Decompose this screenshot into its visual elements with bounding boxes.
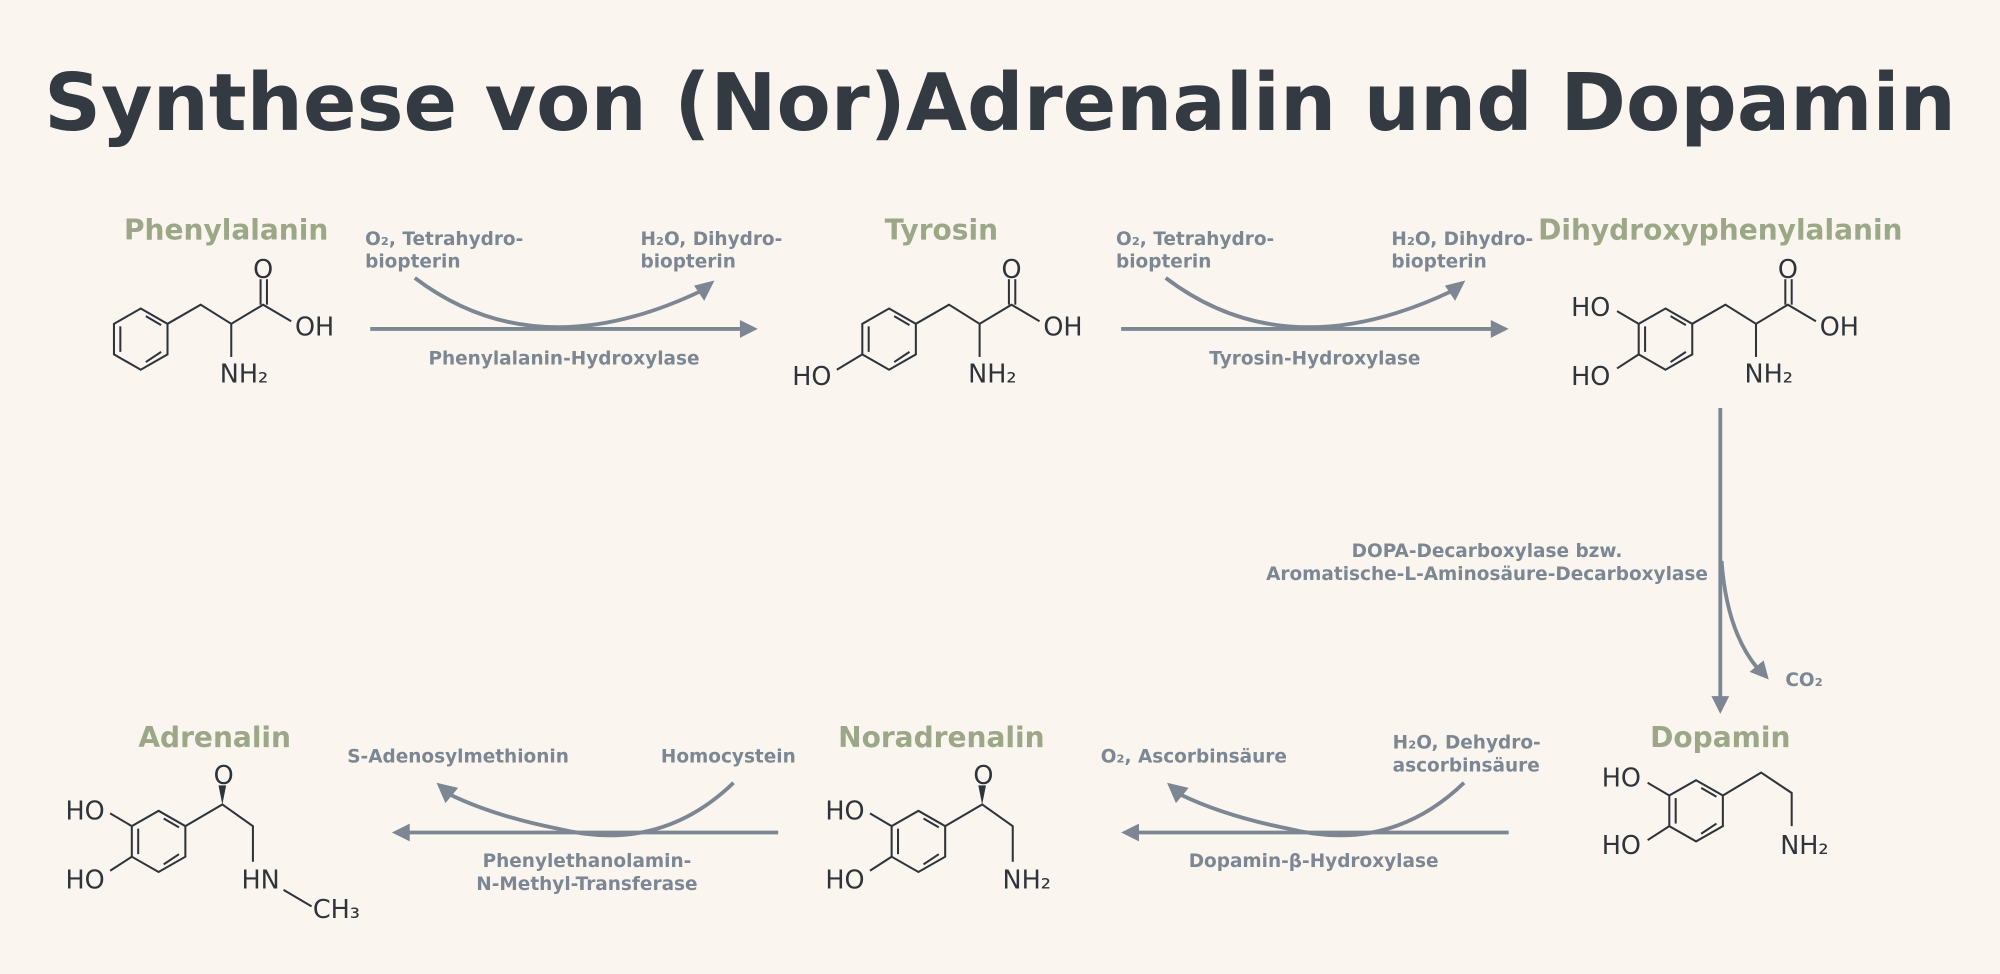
reaction-phenylalanin-hydroxylase: O₂, Tetrahydro- biopterin H₂O, Dihydro- … — [365, 229, 782, 370]
atom-ho: HO — [825, 797, 864, 827]
atom-oh: OH — [1820, 312, 1859, 342]
atom-o: O — [214, 761, 234, 791]
atom-o: O — [1001, 255, 1021, 285]
cofactor-out: biopterin — [1391, 252, 1486, 273]
enzyme-label: Phenylalanin-Hydroxylase — [428, 349, 699, 370]
enzyme-label: N-Methyl-Transferase — [476, 874, 697, 895]
cofactor-in: Homocystein — [661, 746, 796, 767]
cofactor-out: O₂, Ascorbinsäure — [1101, 746, 1287, 767]
cofactor-in: O₂, Tetrahydro- — [1116, 229, 1274, 250]
phenylalanin-molecule: Phenylalanin O OH NH₂ — [112, 214, 334, 389]
benzene-ring — [112, 307, 169, 371]
enzyme-label: DOPA-Decarboxylase bzw. — [1352, 541, 1623, 562]
atom-ho: HO — [1602, 764, 1641, 794]
cofactor-in: biopterin — [365, 252, 460, 273]
cofactor-out: S-Adenosylmethionin — [347, 746, 569, 767]
dopamin-molecule: Dopamin HO HO NH₂ — [1602, 721, 1829, 861]
atom-oh: OH — [1043, 312, 1082, 342]
cofactor-in: O₂, Tetrahydro- — [365, 229, 523, 250]
cofactor-in: H₂O, Dehydro- — [1393, 732, 1541, 753]
reaction-tyrosin-hydroxylase: O₂, Tetrahydro- biopterin H₂O, Dihydro- … — [1116, 229, 1533, 370]
compound-label-phenylalanin: Phenylalanin — [124, 214, 328, 247]
atom-ho: HO — [825, 866, 864, 896]
page-title: Synthese von (Nor)Adrenalin und Dopamin — [44, 57, 1956, 149]
tyrosin-molecule: Tyrosin O OH NH₂ HO — [792, 214, 1082, 392]
reaction-dopa-decarboxylase: DOPA-Decarboxylase bzw. Aromatische-L-Am… — [1266, 407, 1823, 714]
atom-nh2: NH₂ — [220, 359, 268, 389]
dopa-molecule: Dihydroxyphenylalanin O OH NH₂ HO HO — [1538, 214, 1902, 392]
cofactor-out: H₂O, Dihydro- — [1391, 229, 1533, 250]
atom-nh2: NH₂ — [1780, 831, 1828, 861]
atom-ho: HO — [1602, 831, 1641, 861]
atom-ho: HO — [1571, 362, 1610, 392]
byproduct-label: CO₂ — [1785, 670, 1822, 691]
atom-nh2: NH₂ — [1745, 359, 1793, 389]
atom-ch3: CH₃ — [313, 895, 360, 925]
atom-o: O — [973, 761, 993, 791]
compound-label-tyrosin: Tyrosin — [885, 214, 998, 247]
enzyme-label: Dopamin-β-Hydroxylase — [1189, 851, 1439, 872]
cofactor-out: biopterin — [640, 252, 735, 273]
noradrenalin-molecule: Noradrenalin O HO HO NH₂ — [825, 721, 1051, 896]
cofactor-in: ascorbinsäure — [1393, 755, 1540, 776]
atom-oh: OH — [295, 312, 334, 342]
atom-nh2: NH₂ — [1003, 866, 1051, 896]
enzyme-label: Phenylethanolamin- — [483, 851, 692, 872]
adrenalin-molecule: Adrenalin O HO HO HN CH₃ — [66, 721, 361, 925]
atom-ho: HO — [1571, 293, 1610, 323]
enzyme-label: Tyrosin-Hydroxylase — [1209, 349, 1420, 370]
enzyme-label: Aromatische-L-Aminosäure-Decarboxylase — [1266, 564, 1708, 585]
compound-label-dopa: Dihydroxyphenylalanin — [1538, 214, 1902, 247]
atom-o: O — [253, 255, 273, 285]
atom-o: O — [1778, 255, 1798, 285]
compound-label-dopamin: Dopamin — [1650, 721, 1790, 754]
atom-hn: HN — [241, 866, 279, 896]
atom-ho: HO — [66, 866, 105, 896]
cofactor-in: biopterin — [1116, 252, 1211, 273]
atom-nh2: NH₂ — [968, 359, 1016, 389]
reaction-dopamin-beta-hydroxylase: H₂O, Dehydro- ascorbinsäure O₂, Ascorbin… — [1101, 732, 1541, 872]
cofactor-out: H₂O, Dihydro- — [640, 229, 782, 250]
compound-label-adrenalin: Adrenalin — [138, 721, 291, 754]
compound-label-noradrenalin: Noradrenalin — [838, 721, 1044, 754]
atom-ho: HO — [66, 797, 105, 827]
reaction-pnmt: Homocystein S-Adenosylmethionin Phenylet… — [347, 746, 796, 894]
atom-ho: HO — [792, 362, 831, 392]
